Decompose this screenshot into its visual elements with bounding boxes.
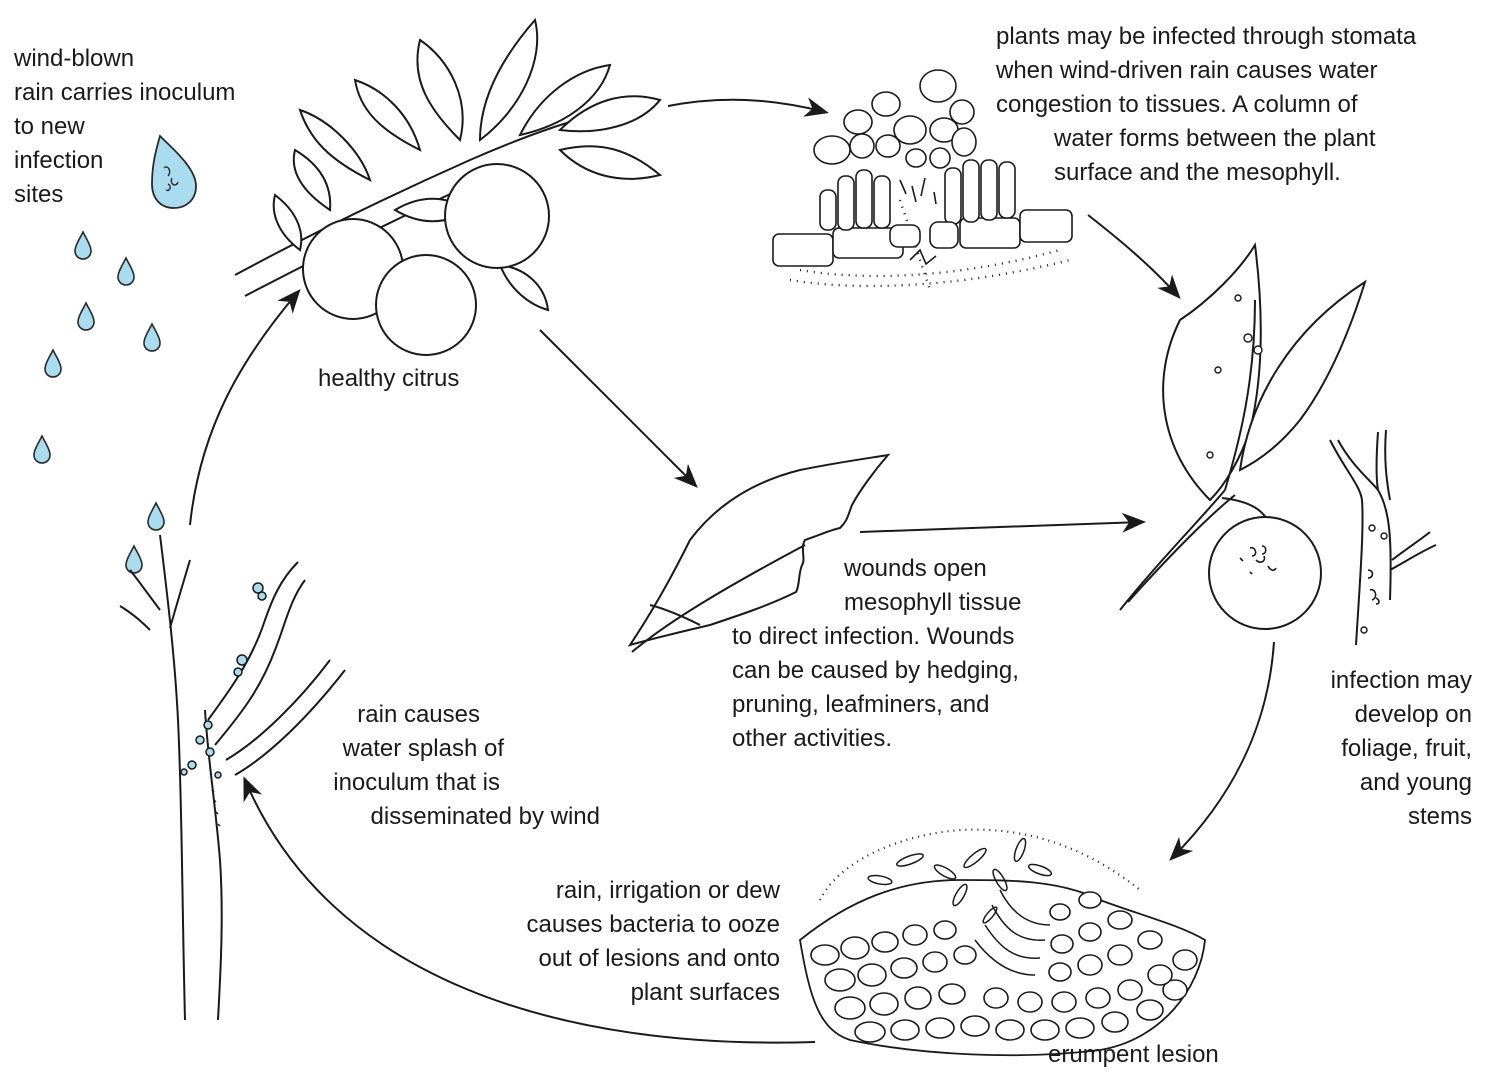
label-ooze: rain, irrigation or dew causes bacteria … (470, 874, 780, 1010)
label-line: rain causes (290, 698, 600, 732)
label-line: water forms between the plant (996, 122, 1416, 156)
infected-leaves-icon (1120, 245, 1365, 629)
label-line: water splash of (290, 732, 600, 766)
label-line: inoculum that is (290, 766, 600, 800)
label-wind-blown: wind-blown rain carries inoculum to new … (14, 42, 235, 212)
label-line: pruning, leafminers, and (732, 688, 1021, 722)
label-line: wind-blown (14, 42, 235, 76)
citrus-branch-icon (235, 20, 660, 355)
label-line: wounds open (732, 552, 1021, 586)
label-erumpent-lesion: erumpent lesion (1048, 1038, 1219, 1072)
label-line: can be caused by hedging, (732, 654, 1021, 688)
label-line: infection (14, 144, 235, 178)
label-line: infection may (1290, 664, 1472, 698)
label-line: disseminated by wind (290, 800, 600, 834)
arrow-to-lesion (1172, 642, 1274, 858)
label-line: develop on (1290, 698, 1472, 732)
label-line: out of lesions and onto (470, 942, 780, 976)
arrow-wound-to-infection (860, 522, 1142, 532)
label-line: plants may be infected through stomata (996, 20, 1416, 54)
label-line: and young (1290, 766, 1472, 800)
erumpent-lesion-icon (800, 830, 1205, 1056)
label-line: foliage, fruit, (1290, 732, 1472, 766)
arrow-to-wounded-leaf (540, 330, 695, 485)
label-healthy-citrus: healthy citrus (318, 362, 459, 396)
label-line: rain, irrigation or dew (470, 874, 780, 908)
label-line: congestion to tissues. A column of (996, 88, 1416, 122)
label-line: causes bacteria to ooze (470, 908, 780, 942)
label-infection-develop: infection may develop on foliage, fruit,… (1290, 664, 1472, 834)
label-line: other activities. (732, 722, 1021, 756)
label-stomata: plants may be infected through stomata w… (996, 20, 1416, 190)
label-line: mesophyll tissue (732, 586, 1021, 620)
arrow-tree-to-citrus (190, 292, 298, 525)
label-line: rain carries inoculum (14, 76, 235, 110)
label-wounds: wounds open mesophyll tissue to direct i… (732, 552, 1021, 756)
label-line: plant surfaces (470, 976, 780, 1010)
label-line: sites (14, 178, 235, 212)
arrow-to-stomata (668, 100, 825, 112)
label-line: surface and the mesophyll. (996, 156, 1416, 190)
infected-stem-icon (1330, 430, 1436, 645)
label-line: when wind-driven rain causes water (996, 54, 1416, 88)
label-line: to new (14, 110, 235, 144)
label-line: stems (1290, 800, 1472, 834)
label-rain-splash: rain causes water splash of inoculum tha… (290, 698, 600, 834)
label-line: to direct infection. Wounds (732, 620, 1021, 654)
arrow-to-infected-leaves (1088, 215, 1178, 296)
